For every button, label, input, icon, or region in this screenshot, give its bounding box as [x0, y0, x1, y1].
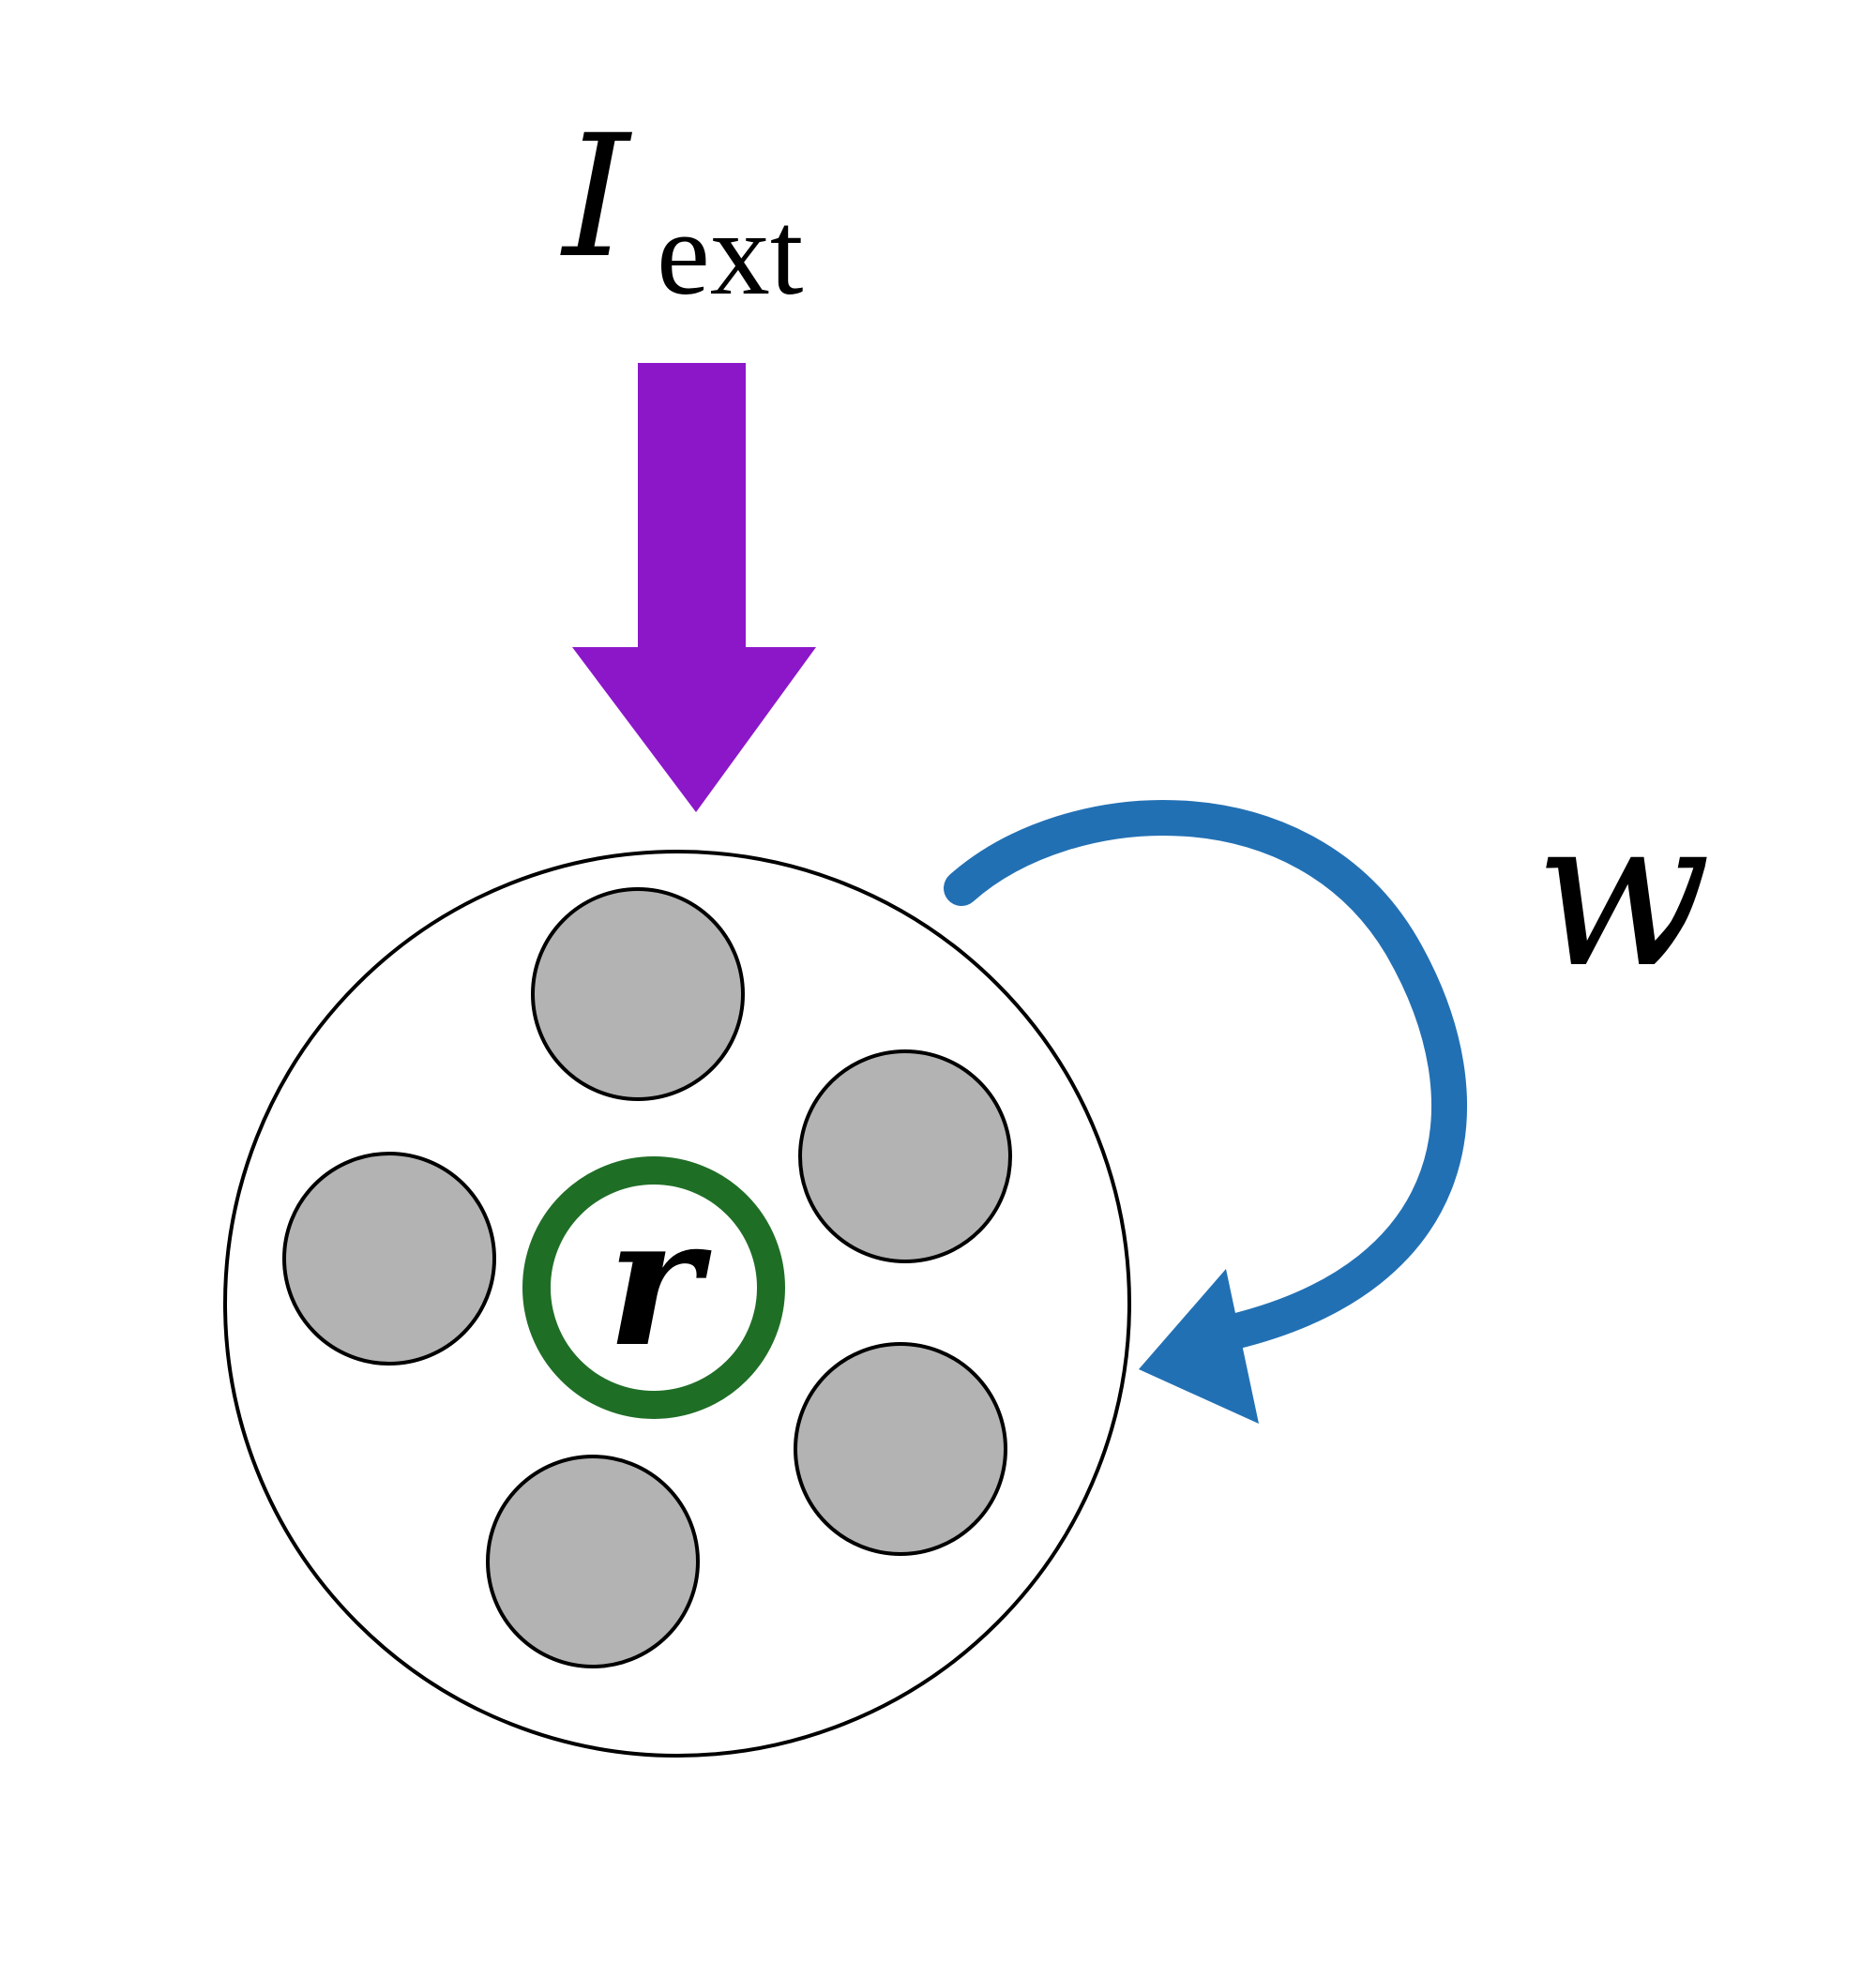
input-label-subscript: ext: [657, 187, 803, 320]
neuron: [282, 1152, 496, 1366]
recurrent-arrow-arc: [944, 800, 1467, 1350]
neuron: [486, 1455, 700, 1668]
neuron: [798, 1049, 1012, 1263]
neuron: [794, 1342, 1007, 1556]
rate-label: r: [607, 1177, 712, 1386]
input-label: I ext: [560, 99, 803, 320]
input-label-main: I: [560, 99, 632, 295]
recurrent-arrow-head: [1139, 1269, 1259, 1424]
input-arrow: [572, 363, 816, 812]
rate-ring: [522, 1156, 785, 1419]
neuron: [531, 887, 745, 1101]
weight-label: w: [1535, 773, 1711, 1013]
neuron-group: [282, 887, 1012, 1668]
